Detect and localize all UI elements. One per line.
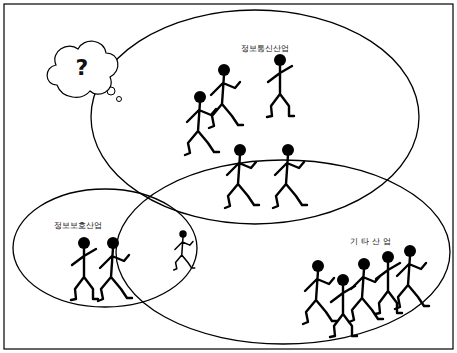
- stick-figure: [98, 237, 132, 301]
- stick-figure: [225, 144, 259, 208]
- stick-figure: [375, 251, 402, 314]
- cloud-outline: [47, 41, 118, 97]
- region-label: 기타산업: [350, 238, 394, 246]
- stick-figure: [303, 260, 337, 324]
- ellipse-outline: [13, 189, 197, 307]
- question-mark: ?: [76, 56, 89, 80]
- industry-ellipse: 정보보호산업: [12, 188, 198, 308]
- ellipse-outline: [91, 10, 419, 224]
- region-label: 정보통신산업: [241, 45, 289, 53]
- industry-ellipse: 기타산업: [115, 159, 451, 345]
- ellipse-outline: [12, 188, 198, 308]
- stick-figure: [209, 64, 243, 128]
- stick-figure: [273, 144, 307, 208]
- thought-cloud: ?: [42, 35, 122, 103]
- frame: [4, 4, 453, 349]
- ellipse-outline: [116, 160, 450, 344]
- stick-figure: [71, 237, 98, 300]
- region-label: 정보보호산업: [54, 222, 102, 230]
- ellipse-outline: [115, 159, 451, 345]
- stick-figure: [174, 230, 195, 270]
- stick-figure: [395, 245, 429, 309]
- thought-dot: [117, 97, 122, 102]
- stick-figure: [267, 54, 294, 117]
- stick-figure: [330, 274, 357, 337]
